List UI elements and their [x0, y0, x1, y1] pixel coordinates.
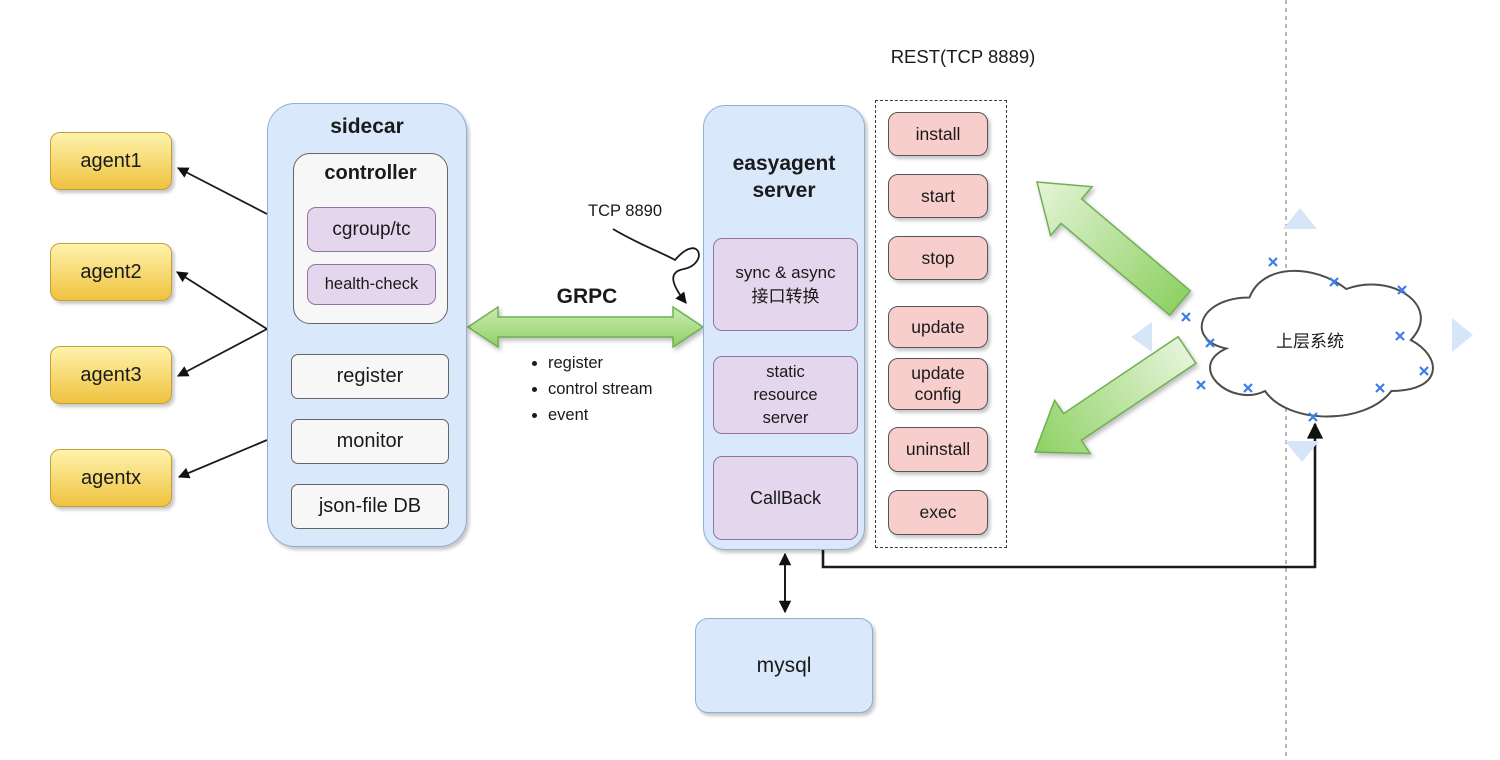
agentx-node[interactable]: agentx [50, 449, 172, 507]
connector-sidecar-agent3[interactable] [177, 328, 268, 377]
easyagent-server-container[interactable]: easyagent server sync & async 接口转换 stati… [703, 105, 865, 550]
monitor-label: monitor [336, 430, 404, 452]
mysql-node[interactable]: mysql [695, 618, 873, 713]
connector-tcp8890-pointer[interactable] [612, 228, 700, 304]
connector-sidecar-agent1[interactable] [177, 167, 268, 215]
cloud-upper-system-shape[interactable] [1200, 269, 1434, 418]
agent3-node[interactable]: agent3 [50, 346, 172, 404]
connector-sidecar-agentx[interactable] [177, 439, 268, 479]
grpc-bullet-event: event [548, 406, 653, 425]
rest-api-dashed-group[interactable] [875, 100, 1007, 548]
easyagent-server-title: easyagent server [732, 152, 836, 202]
cgroup-tc-module[interactable]: cgroup/tc [307, 207, 436, 252]
rest-button-install[interactable]: install [888, 112, 988, 156]
agent2-label: agent2 [80, 260, 142, 283]
rest-button-start[interactable]: start [888, 174, 988, 218]
grpc-double-arrow-shape[interactable] [466, 305, 705, 349]
cloud-anchor-x-markers [1181, 257, 1429, 422]
health-check-module[interactable]: health-check [307, 264, 436, 305]
controller-title: controller [324, 162, 417, 184]
grpc-label: GRPC [556, 285, 618, 308]
rest-button-uninstall[interactable]: uninstall [888, 427, 988, 472]
hover-arrow-down-icon[interactable] [1285, 441, 1319, 462]
sidecar-title: sidecar [330, 115, 404, 138]
rest-button-update[interactable]: update [888, 306, 988, 348]
agent1-node[interactable]: agent1 [50, 132, 172, 190]
agent1-label: agent1 [80, 149, 142, 172]
mysql-label: mysql [756, 653, 812, 677]
cloud-upper-system-label: 上层系统 [1276, 332, 1344, 351]
monitor-module[interactable]: monitor [291, 419, 449, 464]
hover-arrow-left-icon[interactable] [1131, 322, 1152, 352]
callback-module[interactable]: CallBack [713, 456, 858, 540]
agent2-node[interactable]: agent2 [50, 243, 172, 301]
cgroup-tc-label: cgroup/tc [332, 218, 411, 240]
agentx-label: agentx [80, 466, 142, 489]
rest-button-update-config[interactable]: update config [888, 358, 988, 410]
static-resource-server-module[interactable]: static resource server [713, 356, 858, 434]
green-arrow-cloud-to-server-lower[interactable] [1033, 335, 1197, 455]
connector-sidecar-agent2[interactable] [176, 271, 268, 330]
grpc-bullet-control-stream: control stream [548, 380, 653, 399]
json-file-db-module[interactable]: json-file DB [291, 484, 449, 529]
rest-button-stop[interactable]: stop [888, 236, 988, 280]
rest-button-exec[interactable]: exec [888, 490, 988, 535]
sidecar-container[interactable]: sidecar controller cgroup/tc health-chec… [267, 103, 467, 547]
agent3-label: agent3 [80, 363, 142, 386]
sync-async-module[interactable]: sync & async 接口转换 [713, 238, 858, 331]
register-label: register [336, 365, 404, 387]
grpc-bullet-list: register control stream event [528, 354, 653, 432]
register-module[interactable]: register [291, 354, 449, 399]
controller-panel[interactable]: controller cgroup/tc health-check [293, 153, 448, 324]
health-check-label: health-check [324, 275, 419, 293]
tcp-8890-label: TCP 8890 [588, 202, 662, 220]
hover-arrow-right-icon[interactable] [1452, 318, 1473, 352]
grpc-bullet-register: register [548, 354, 653, 373]
green-arrow-cloud-to-rest-upper[interactable] [1036, 181, 1192, 317]
json-file-db-label: json-file DB [318, 495, 422, 517]
rest-tcp-8889-label: REST(TCP 8889) [890, 46, 1036, 67]
hover-arrow-up-icon[interactable] [1283, 208, 1317, 229]
connector-callback-to-cloud[interactable] [821, 422, 1324, 569]
